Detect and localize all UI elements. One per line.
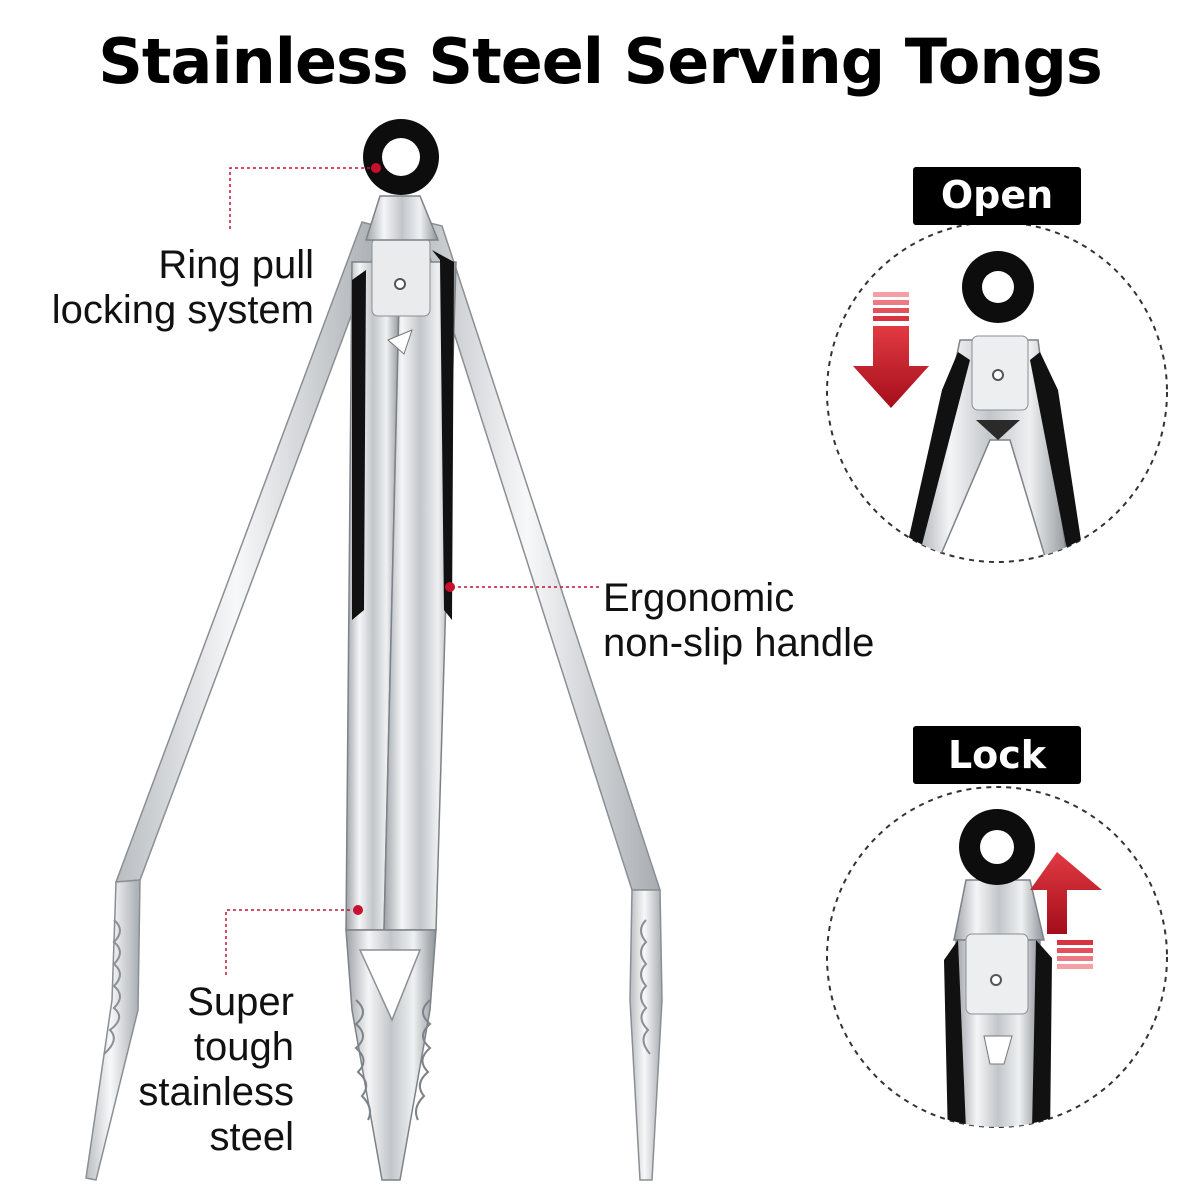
right-tip (629, 889, 663, 1181)
main-tongs (85, 119, 663, 1181)
center-head (345, 929, 437, 1181)
page-title: Stainless Steel Serving Tongs (98, 25, 1103, 98)
ring-pull-icon (363, 119, 439, 195)
open-badge: Open (913, 167, 1081, 225)
callout-line: steel (209, 1115, 295, 1159)
ring-pull-icon (959, 809, 1035, 885)
lock-inset (826, 786, 1168, 1128)
callout-line: non-slip handle (603, 621, 875, 665)
arrow-down-icon (853, 292, 929, 408)
lock-badge: Lock (913, 726, 1081, 784)
callout-line: locking system (51, 288, 314, 332)
callout-line: Ring pull (158, 243, 314, 287)
callout-line: Ergonomic (603, 576, 795, 620)
callout-line: Super (187, 980, 294, 1024)
handle-callout: Ergonomic non-slip handle (603, 576, 874, 666)
ring-pull-callout: Ring pull locking system (52, 243, 314, 333)
steel-callout: Super tough stainless steel (138, 980, 294, 1160)
grip-right (432, 250, 454, 620)
ring-pull-icon (962, 251, 1034, 323)
callout-line: stainless (138, 1070, 294, 1114)
grip-left (352, 270, 366, 620)
callout-leaders (225, 167, 600, 975)
open-inset (826, 221, 1168, 563)
arrow-up-icon (1030, 852, 1102, 969)
left-tip (85, 879, 141, 1181)
callout-line: tough (193, 1025, 294, 1069)
